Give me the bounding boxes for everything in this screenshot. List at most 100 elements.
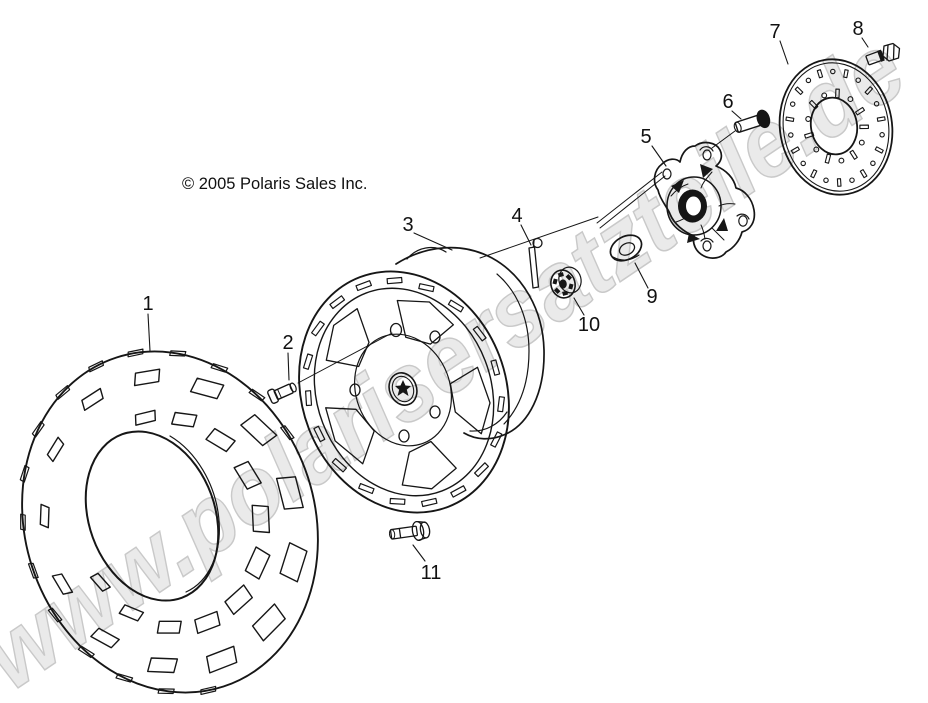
callout-1: 1 xyxy=(142,293,153,315)
disc-slot xyxy=(794,86,804,96)
castle-nut-tooth xyxy=(557,272,564,278)
tire-edge-block xyxy=(77,645,95,659)
axle-axis-lines xyxy=(479,171,666,259)
callout-7: 7 xyxy=(769,21,780,43)
rim-center-cap xyxy=(388,372,418,406)
disc-hole xyxy=(858,139,865,146)
tire-edge-block xyxy=(169,350,187,357)
tire-tread-block xyxy=(189,377,225,400)
line-art xyxy=(19,37,901,696)
tire-tread-block xyxy=(275,476,304,510)
rim-flange-slot xyxy=(358,483,375,495)
rim-spoke-cutouts xyxy=(325,299,491,490)
hub-web-shading xyxy=(671,164,728,243)
rim-flange-slot xyxy=(418,283,435,293)
callout-2: 2 xyxy=(282,332,293,354)
rim-flange-slot xyxy=(474,462,489,478)
tire-tread-block xyxy=(39,503,50,529)
disc-hole xyxy=(830,68,836,75)
rim-flange-slot xyxy=(490,359,501,376)
castle-nut-teeth xyxy=(552,272,574,296)
disc-hole xyxy=(788,132,794,138)
tire-tread-block xyxy=(205,645,238,674)
disc-slot xyxy=(824,153,832,164)
rim-flange-slot xyxy=(311,320,325,337)
rim-flange-slot xyxy=(313,425,326,443)
disc-slot xyxy=(816,69,824,79)
tire-edge-block xyxy=(127,348,144,358)
tire-tread-block xyxy=(170,411,198,428)
disc-hole xyxy=(855,77,861,83)
disc-slot xyxy=(785,116,795,122)
tire-tread-block xyxy=(134,409,157,426)
tire-tread-block xyxy=(251,504,271,534)
tire-edge-block xyxy=(157,688,175,695)
callout-leaders xyxy=(147,37,869,562)
watermark-text: www.polarisersatzteile.de xyxy=(0,14,923,703)
rim-flange-slot xyxy=(450,485,467,498)
valve-stem-leader xyxy=(297,332,393,384)
tire-tread-block xyxy=(205,427,236,453)
tire-tread-block xyxy=(118,604,145,622)
tire-tread-block xyxy=(89,572,111,592)
copyright-text: © 2005 Polaris Sales Inc. xyxy=(182,175,368,193)
rim-spoke-cutout xyxy=(396,299,455,345)
tire-tread-block xyxy=(244,546,271,580)
tire-tread xyxy=(19,348,308,696)
disc-slot xyxy=(854,106,866,116)
disc-hole xyxy=(813,146,820,153)
disc-slot xyxy=(876,116,886,122)
castle-nut-tooth xyxy=(553,287,561,295)
castle-nut-tooth xyxy=(562,290,569,296)
rim-flange-slot xyxy=(302,353,314,370)
tire-tread-block xyxy=(81,387,104,411)
rim-flange-slot xyxy=(472,325,487,342)
disc-slot xyxy=(859,169,868,179)
cotter-pin xyxy=(528,237,543,289)
disc-hole xyxy=(870,160,876,167)
valve-stem xyxy=(267,382,297,404)
disc-slot xyxy=(835,88,840,99)
tire-edge-block xyxy=(280,425,295,441)
rim-flange-slot xyxy=(497,396,505,413)
tire-tread-block xyxy=(194,610,221,635)
rim-spoke-cutout xyxy=(325,308,370,368)
tire-tread-block xyxy=(51,573,74,595)
tire-edge-block xyxy=(115,673,134,683)
tire-tread-block xyxy=(279,542,308,583)
disc-hole xyxy=(821,92,828,99)
disc-hole xyxy=(789,101,796,107)
tire-tread-block xyxy=(156,620,182,634)
tire-tread-block xyxy=(233,460,262,490)
rim-flange-slot xyxy=(421,497,438,508)
disc-hole xyxy=(823,177,829,184)
rim-flange-slot xyxy=(355,280,372,292)
disc-bolt xyxy=(865,42,901,66)
rim-face-holes xyxy=(349,322,441,443)
callout-11: 11 xyxy=(421,562,442,584)
callout-8: 8 xyxy=(852,18,863,40)
callout-9: 9 xyxy=(646,286,657,308)
disc-slot xyxy=(843,69,849,79)
brake-disc-holes xyxy=(785,68,886,187)
disc-slot xyxy=(849,149,858,160)
rim-flange-slot xyxy=(386,276,403,285)
disc-hole xyxy=(847,96,854,103)
tire-tread-block xyxy=(133,368,161,387)
tire-edge-block xyxy=(210,363,229,373)
tire-edge-block xyxy=(27,562,39,579)
rim-spoke-cutout xyxy=(401,440,457,490)
brake-disc xyxy=(778,58,894,196)
castle-nut-tooth xyxy=(552,278,558,285)
tire-tread-block xyxy=(240,414,278,447)
tire-edge-block xyxy=(248,388,266,402)
hub-web-lines xyxy=(670,171,736,241)
disc-hole xyxy=(879,132,885,138)
disc-slot xyxy=(836,178,842,187)
callout-labels: 1 2 3 4 5 6 7 8 9 10 11 xyxy=(142,18,863,584)
rim-flange-slot xyxy=(490,431,503,448)
tire-tread-block xyxy=(146,657,179,674)
tire-edge-block xyxy=(55,385,71,400)
